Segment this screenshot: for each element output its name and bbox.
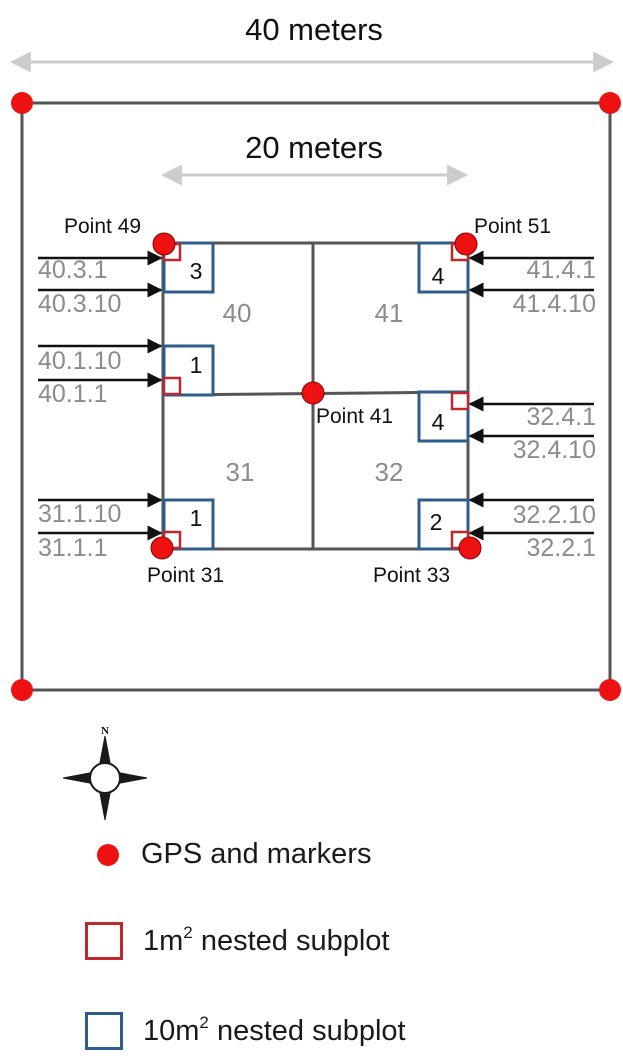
point-label-49: Point 49 (64, 215, 141, 238)
code-32-2-10: 32.2.10 (513, 501, 596, 529)
legend-1m-superscript: 2 (183, 922, 193, 942)
plot-label-31: 31 (226, 457, 255, 487)
outer-width-label: 40 meters (245, 12, 383, 47)
legend-label-gps: GPS and markers (141, 838, 372, 870)
plot-label-40: 40 (223, 298, 252, 328)
code-32-4-1: 32.4.1 (526, 403, 596, 431)
legend-label-1m: 1m2 nested subplot (143, 922, 390, 958)
subplot-number-32-2: 2 (430, 509, 443, 535)
subplot-number-40-3: 3 (190, 258, 203, 284)
legend-item-1m-subplot: 1m2 nested subplot (85, 922, 389, 960)
gps-marker-swatch (97, 843, 119, 866)
legend-1m-prefix: 1m (143, 924, 184, 957)
legend-10m-prefix: 10m (143, 1014, 200, 1047)
gps-marker-outer-nw (11, 92, 33, 114)
point-label-41: Point 41 (316, 405, 393, 428)
legend-10m-superscript: 2 (199, 1012, 209, 1032)
gps-marker-outer-sw (11, 679, 33, 701)
code-40-1-1: 40.1.1 (38, 380, 108, 408)
subplot-number-31-1: 1 (190, 505, 203, 531)
inner-width-label: 20 meters (245, 130, 383, 165)
code-40-1-10: 40.1.10 (38, 347, 121, 375)
code-40-3-10: 40.3.10 (38, 290, 121, 318)
gps-marker-point-49 (152, 232, 176, 256)
gps-marker-outer-se (599, 679, 621, 701)
code-32-2-1: 32.2.1 (526, 534, 596, 562)
subplot-10m-swatch (85, 1012, 123, 1050)
compass-north-label: N (101, 725, 109, 737)
legend-10m-suffix: nested subplot (208, 1014, 406, 1047)
code-32-4-10: 32.4.10 (513, 436, 596, 464)
plot-label-41: 41 (375, 298, 404, 328)
code-31-1-1: 31.1.1 (38, 534, 108, 562)
subplot-1m-40-1 (162, 376, 182, 396)
gps-marker-point-41 (301, 381, 325, 405)
gps-marker-point-33 (458, 536, 482, 560)
subplot-number-41-4: 4 (432, 263, 445, 289)
legend-1m-suffix: nested subplot (192, 924, 390, 957)
subplot-number-40-1: 1 (190, 352, 203, 378)
legend-item-10m-subplot: 10m2 nested subplot (85, 1012, 406, 1050)
code-41-4-1: 41.4.1 (526, 256, 596, 284)
outer-plot-boundary (20, 101, 612, 692)
code-41-4-10: 41.4.10 (513, 290, 596, 318)
legend-label-10m: 10m2 nested subplot (143, 1012, 406, 1048)
plot-label-32: 32 (375, 457, 404, 487)
compass-icon: N (62, 725, 148, 821)
plot-layout-diagram: 40 meters 20 meters 40 41 31 32 3 1 4 4 (9, 12, 621, 701)
point-label-51: Point 51 (474, 215, 551, 238)
subplot-1m-32-4 (450, 391, 470, 411)
code-40-3-1: 40.3.1 (38, 256, 108, 284)
point-label-33: Point 33 (373, 564, 450, 587)
point-label-31: Point 31 (147, 564, 224, 587)
gps-marker-outer-ne (599, 92, 621, 114)
subplot-10m-40-3 (162, 241, 215, 294)
legend-item-gps: GPS and markers (85, 838, 371, 871)
gps-marker-point-51 (454, 232, 478, 256)
code-31-1-10: 31.1.10 (38, 500, 121, 528)
subplot-1m-swatch (85, 922, 123, 960)
subplot-number-32-4: 4 (432, 409, 445, 435)
gps-marker-point-31 (150, 536, 174, 560)
